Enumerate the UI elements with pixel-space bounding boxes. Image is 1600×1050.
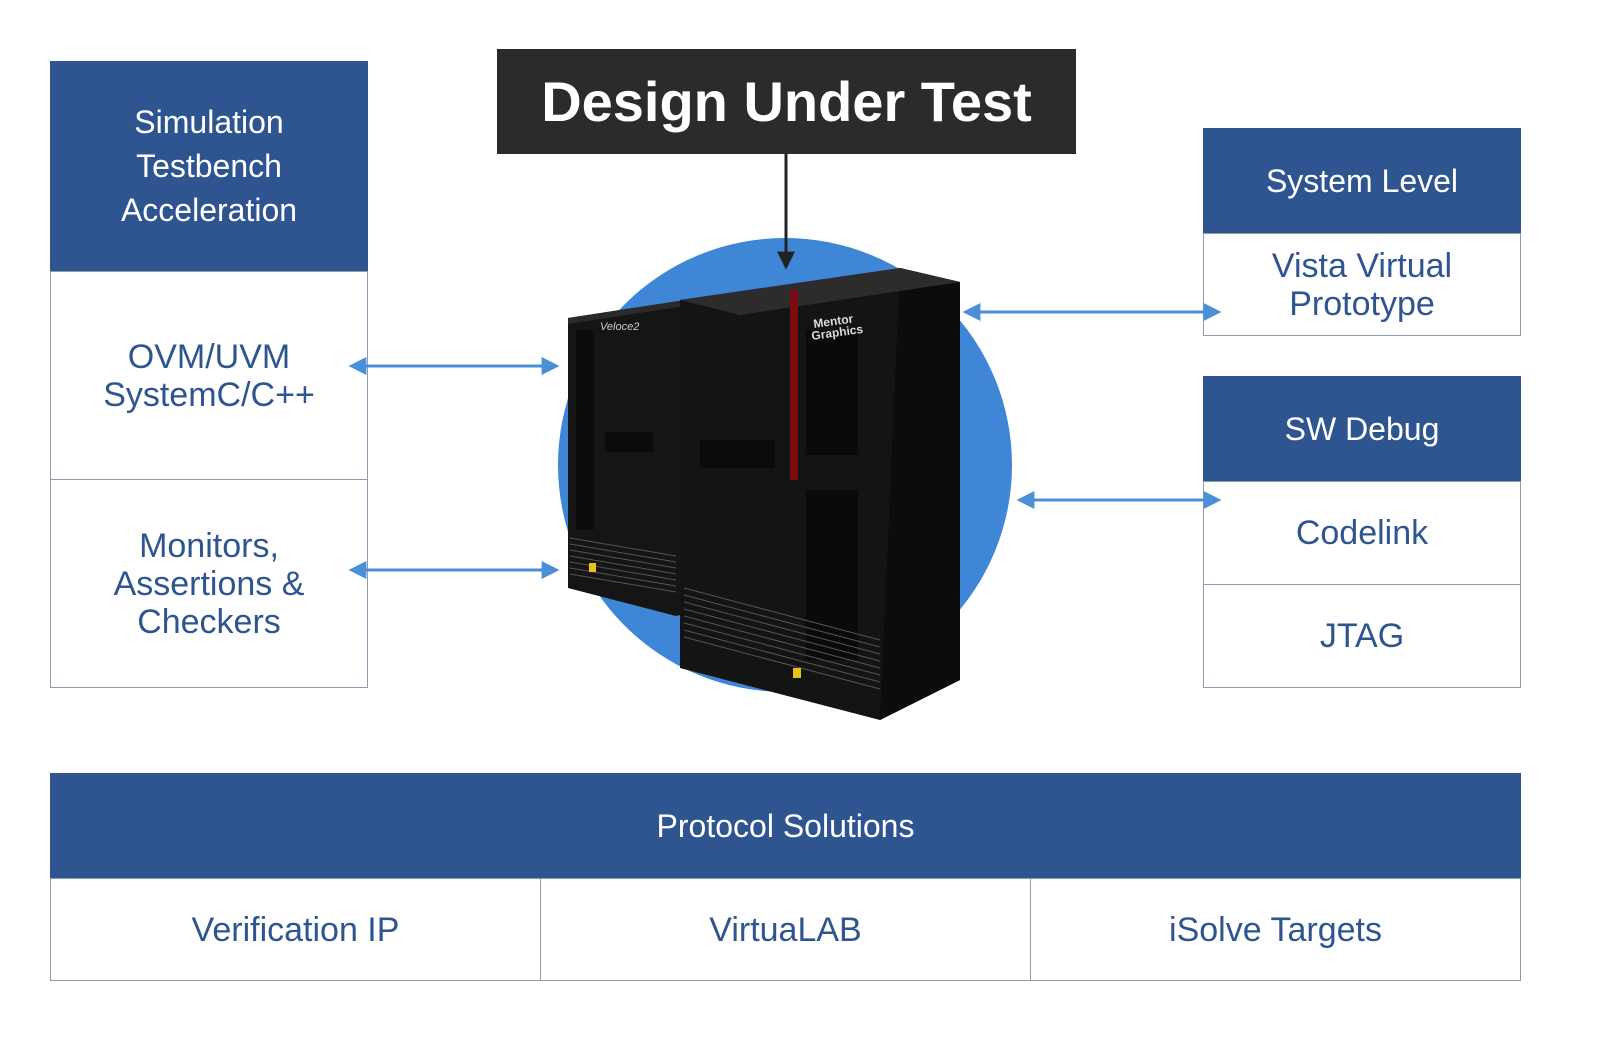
jtag-cell: JTAG bbox=[1203, 584, 1521, 688]
design-under-test-label: Design Under Test bbox=[497, 49, 1076, 154]
verification-ip-cell: Verification IP bbox=[50, 878, 541, 981]
ovm-uvm-systemc-cell: OVM/UVM SystemC/C++ bbox=[50, 271, 368, 480]
vista-virtual-prototype-cell: Vista Virtual Prototype bbox=[1203, 233, 1521, 336]
sw-debug-header: SW Debug bbox=[1203, 376, 1521, 481]
emulator-left-cabinet bbox=[568, 300, 685, 616]
monitors-assertions-checkers-cell: Monitors, Assertions & Checkers bbox=[50, 479, 368, 688]
codelink-cell: Codelink bbox=[1203, 481, 1521, 585]
virtualab-cell: VirtuaLAB bbox=[540, 878, 1031, 981]
system-level-header: System Level bbox=[1203, 128, 1521, 233]
protocol-solutions-header: Protocol Solutions bbox=[50, 773, 1521, 878]
isolve-targets-cell: iSolve Targets bbox=[1030, 878, 1521, 981]
mentor-graphics-logo-line1: Mentor bbox=[812, 311, 854, 330]
emulator-right-cabinet bbox=[680, 268, 960, 720]
simulation-testbench-acceleration-header: Simulation Testbench Acceleration bbox=[50, 61, 368, 271]
veloce-logo: Veloce2 bbox=[600, 321, 639, 333]
